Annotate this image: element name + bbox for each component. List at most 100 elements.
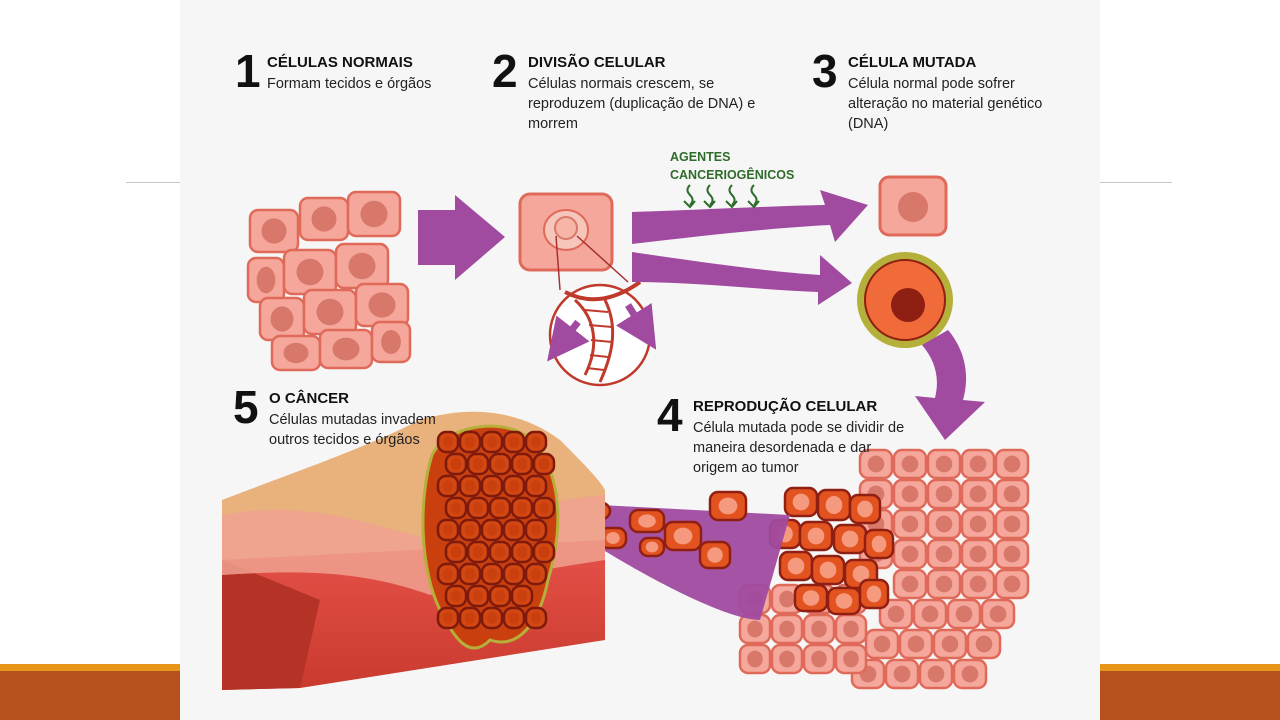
tumor-cell-nucleus: [718, 497, 738, 515]
slide-divider-left: [126, 182, 180, 183]
step-5-description: Células mutadas invadem outros tecidos e…: [269, 412, 436, 448]
tumor-cell-nucleus: [508, 480, 520, 492]
tumor-cell-nucleus: [530, 524, 542, 536]
normal-cell-nucleus: [969, 575, 987, 593]
normal-cell-nucleus: [969, 545, 987, 563]
dividing-cell: [518, 192, 629, 291]
normal-cell-nucleus: [927, 665, 945, 683]
normal-cell-nucleus: [1003, 515, 1021, 533]
normal-cell-nucleus: [811, 650, 827, 668]
tumor-cell-nucleus: [508, 436, 520, 448]
agent-arrows: [683, 184, 760, 209]
tumor-cells-pattern: [436, 430, 556, 630]
normal-cells-cluster: [246, 190, 412, 372]
arrow-2-to-mutated: [632, 252, 852, 305]
tumor-cell-nucleus: [538, 502, 550, 514]
tumor-cell-nucleus: [494, 590, 506, 602]
tumor-cell-nucleus: [450, 458, 462, 470]
tumor-cell-nucleus: [442, 436, 454, 448]
tumor-cell-nucleus: [486, 480, 498, 492]
dna-magnifier: [547, 280, 657, 387]
normal-cell-nucleus: [969, 485, 987, 503]
normal-cell-nucleus: [1003, 575, 1021, 593]
cell-mass: [738, 448, 1030, 690]
slide-divider-right: [1100, 182, 1172, 183]
normal-cell-nucleus: [961, 665, 979, 683]
tumor-cell-nucleus: [472, 502, 484, 514]
normal-cell-nucleus: [955, 605, 973, 623]
normal-cell-nucleus: [941, 635, 959, 653]
normal-cell-nucleus: [873, 635, 891, 653]
tumor-cell-nucleus: [508, 524, 520, 536]
normal-cell-nucleus: [989, 605, 1007, 623]
step-2-title: DIVISÃO CELULAR: [528, 54, 666, 71]
tumor-cell-nucleus: [486, 612, 498, 624]
tumor-cell-nucleus: [871, 535, 887, 553]
step-2-description: Células normais crescem, se reproduzem (…: [528, 76, 756, 132]
normal-cell-nucleus: [256, 266, 276, 294]
normal-cell-nucleus: [381, 330, 401, 354]
normal-cell-nucleus: [901, 455, 919, 473]
tumor-cell-nucleus: [538, 458, 550, 470]
tumor-cell-nucleus: [464, 480, 476, 492]
tumor-cell-nucleus: [825, 496, 843, 514]
mutated-cell: [857, 252, 953, 348]
normal-cell-nucleus: [747, 620, 763, 638]
normal-cell-nucleus: [901, 545, 919, 563]
tumor-cell-nucleus: [508, 568, 520, 580]
tumor-cell-nucleus: [494, 502, 506, 514]
normal-cell-nucleus: [1003, 485, 1021, 503]
normal-cell-nucleus: [843, 650, 859, 668]
tumor-cell-nucleus: [516, 546, 528, 558]
tumor-cell-nucleus: [787, 557, 805, 575]
tumor-cell-nucleus: [538, 546, 550, 558]
normal-cell-nucleus: [1003, 455, 1021, 473]
tumor-cell-nucleus: [450, 546, 462, 558]
normal-cell-nucleus: [261, 218, 287, 244]
tumor-cell-nucleus: [835, 593, 853, 609]
tumor-cell-nucleus: [841, 530, 859, 548]
migrating-cells: [588, 490, 748, 570]
normal-cell-nucleus: [811, 620, 827, 638]
step-5-number: 5: [233, 381, 259, 433]
step-4-number: 4: [657, 389, 683, 441]
step-1-title: CÉLULAS NORMAIS: [267, 54, 413, 71]
tumor-cell-nucleus: [486, 524, 498, 536]
tumor-cell-nucleus: [472, 546, 484, 558]
normal-cell-nucleus: [360, 200, 388, 228]
step-2-number: 2: [492, 45, 518, 97]
arrow-1-to-2: [418, 195, 505, 280]
normal-cell-nucleus: [316, 298, 344, 326]
tumor-cell-nucleus: [450, 502, 462, 514]
normal-cell-nucleus: [348, 252, 376, 280]
normal-cell-nucleus: [969, 455, 987, 473]
tumor-cell-nucleus: [486, 568, 498, 580]
tumor-cell-nucleus: [852, 565, 870, 583]
normal-cell-nucleus: [935, 455, 953, 473]
tumor-cell-nucleus: [530, 480, 542, 492]
normal-cell-result: [878, 175, 948, 237]
normal-cell-nucleus: [747, 650, 763, 668]
normal-cell-nucleus: [843, 620, 859, 638]
normal-cell-nucleus: [332, 337, 360, 361]
normal-cell-nucleus: [311, 206, 337, 232]
agents-line-1: AGENTES: [670, 150, 731, 164]
step-4-title: REPRODUÇÃO CELULAR: [693, 398, 878, 415]
tumor-cell-nucleus: [673, 527, 693, 545]
step-4-description: Célula mutada pode se dividir de maneira…: [693, 420, 905, 476]
carcinogenic-agents-label: AGENTES CANCERIOGÊNICOS: [670, 148, 794, 184]
tumor-cell-nucleus: [792, 493, 810, 511]
agents-line-2: CANCERIOGÊNICOS: [670, 168, 795, 182]
normal-cell-nucleus: [1003, 545, 1021, 563]
normal-cell-nucleus: [935, 545, 953, 563]
tumor-cell-nucleus: [442, 612, 454, 624]
normal-cell-nucleus: [901, 575, 919, 593]
tumor-cell-nucleus: [606, 532, 620, 544]
tumor-cell-nucleus: [486, 436, 498, 448]
tumor-cell-nucleus: [707, 547, 723, 563]
tumor-cell-nucleus: [516, 502, 528, 514]
arrow-2-to-normal: [632, 190, 868, 244]
normal-cell-nucleus: [935, 575, 953, 593]
tumor-cell-nucleus: [819, 561, 837, 579]
